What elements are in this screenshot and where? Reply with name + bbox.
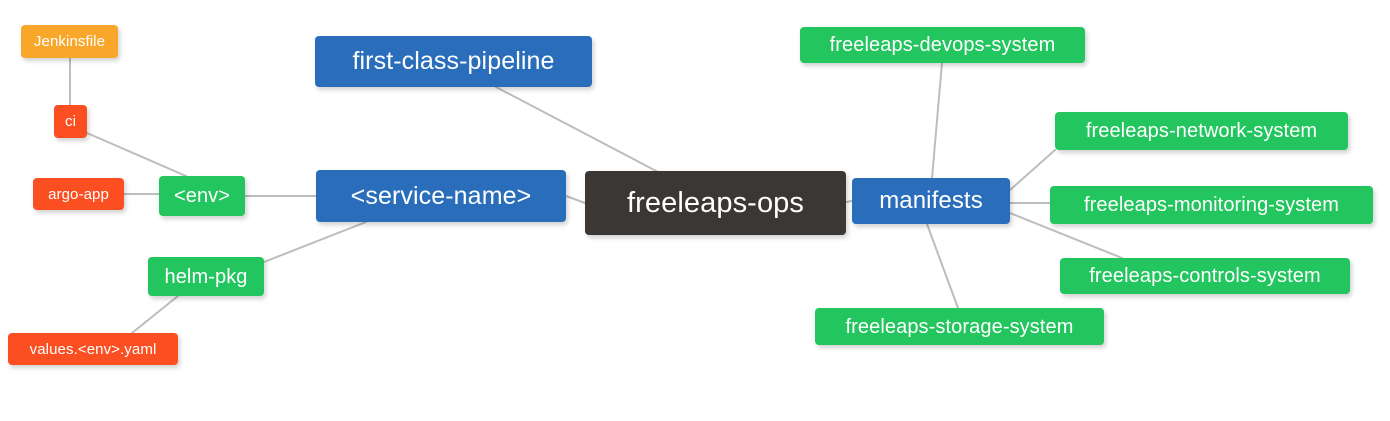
edge-helm-pkg-to-values-yaml: [131, 295, 179, 334]
edge-freeleaps-ops-to-service-name: [565, 195, 586, 204]
node-freeleaps-monitoring-system[interactable]: freeleaps-monitoring-system: [1050, 186, 1373, 224]
edge-freeleaps-ops-to-first-class-pipeline: [495, 86, 661, 174]
node-env[interactable]: <env>: [159, 176, 245, 216]
node-freeleaps-storage-system[interactable]: freeleaps-storage-system: [815, 308, 1104, 345]
node-freeleaps-devops-system[interactable]: freeleaps-devops-system: [800, 27, 1085, 63]
node-ci[interactable]: ci: [54, 105, 87, 138]
edge-service-name-to-helm-pkg: [263, 221, 367, 263]
edge-manifests-to-freeleaps-storage-system: [926, 223, 959, 309]
node-freeleaps-controls-system[interactable]: freeleaps-controls-system: [1060, 258, 1350, 294]
node-service-name[interactable]: <service-name>: [316, 170, 566, 222]
node-helm-pkg[interactable]: helm-pkg: [148, 257, 264, 296]
node-freeleaps-network-system[interactable]: freeleaps-network-system: [1055, 112, 1348, 150]
edge-env-to-ci: [86, 132, 187, 177]
edge-manifests-to-freeleaps-network-system: [1009, 149, 1056, 191]
node-argo-app[interactable]: argo-app: [33, 178, 124, 210]
node-manifests[interactable]: manifests: [852, 178, 1010, 224]
node-jenkinsfile[interactable]: Jenkinsfile: [21, 25, 118, 58]
node-values-yaml[interactable]: values.<env>.yaml: [8, 333, 178, 365]
node-freeleaps-ops[interactable]: freeleaps-ops: [585, 171, 846, 235]
edge-manifests-to-freeleaps-devops-system: [931, 62, 943, 179]
node-first-class-pipeline[interactable]: first-class-pipeline: [315, 36, 592, 87]
